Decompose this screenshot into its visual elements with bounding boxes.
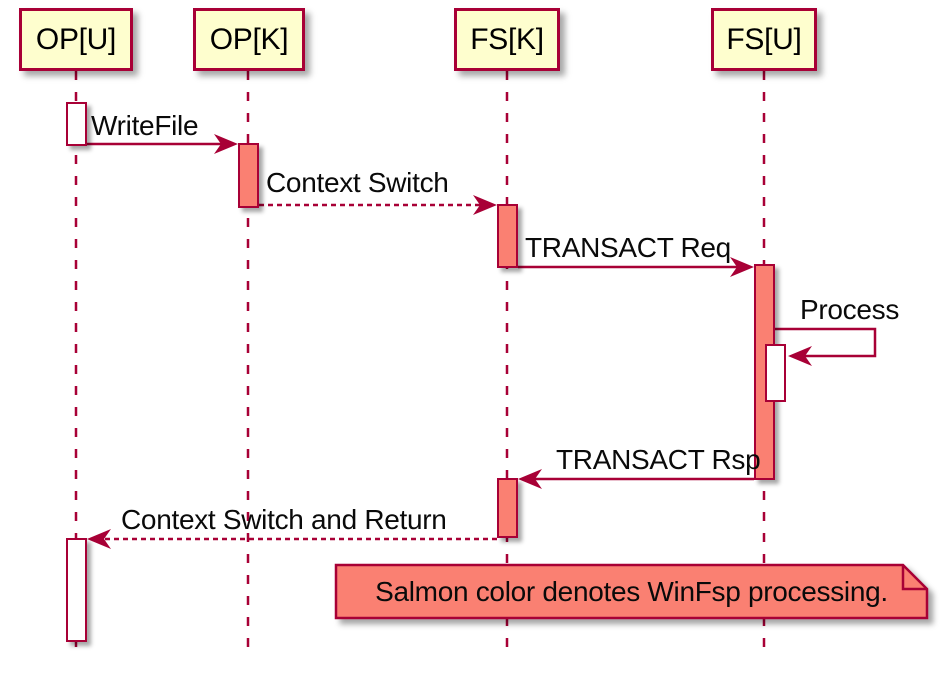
- activation-bar-fs-k-request: [497, 204, 518, 268]
- message-label-transact-rsp: TRANSACT Rsp: [556, 444, 761, 475]
- participant-op-u-label: OP[U]: [35, 22, 117, 56]
- participant-fs-u-label: FS[U]: [726, 22, 802, 56]
- message-arrow-context-switch-return: [87, 529, 497, 549]
- activation-bar-fs-u-process: [765, 344, 786, 402]
- note: [334, 563, 929, 620]
- message-arrow-context-switch: [259, 195, 497, 215]
- participant-fs-u: FS[U]: [711, 8, 817, 71]
- activation-bar-op-k: [238, 143, 259, 208]
- note-fold-icon: [901, 565, 927, 591]
- message-arrow-transact-req: [518, 257, 754, 277]
- message-arrow-transact-rsp: [518, 469, 754, 489]
- participant-op-k: OP[K]: [193, 8, 305, 71]
- note-body: [334, 563, 929, 620]
- note-text: Salmon color denotes WinFsp processing.: [375, 576, 888, 607]
- message-arrow-writefile: [87, 134, 238, 154]
- message-label-writefile: WriteFile: [91, 110, 199, 141]
- participant-fs-k: FS[K]: [454, 8, 560, 71]
- message-label-process: Process: [800, 294, 900, 325]
- message-label-context-switch-return: Context Switch and Return: [121, 504, 447, 535]
- activation-bar-fs-k-response: [497, 478, 518, 538]
- participant-fs-k-label: FS[K]: [470, 22, 544, 56]
- activation-bar-op-u-writefile: [66, 102, 87, 146]
- participant-op-k-label: OP[K]: [209, 22, 289, 56]
- message-arrow-process: [775, 327, 877, 366]
- message-label-transact-req: TRANSACT Req: [525, 232, 731, 263]
- activation-bar-op-u-return: [66, 538, 87, 642]
- message-label-context-switch: Context Switch: [266, 167, 449, 198]
- participant-op-u: OP[U]: [19, 8, 133, 71]
